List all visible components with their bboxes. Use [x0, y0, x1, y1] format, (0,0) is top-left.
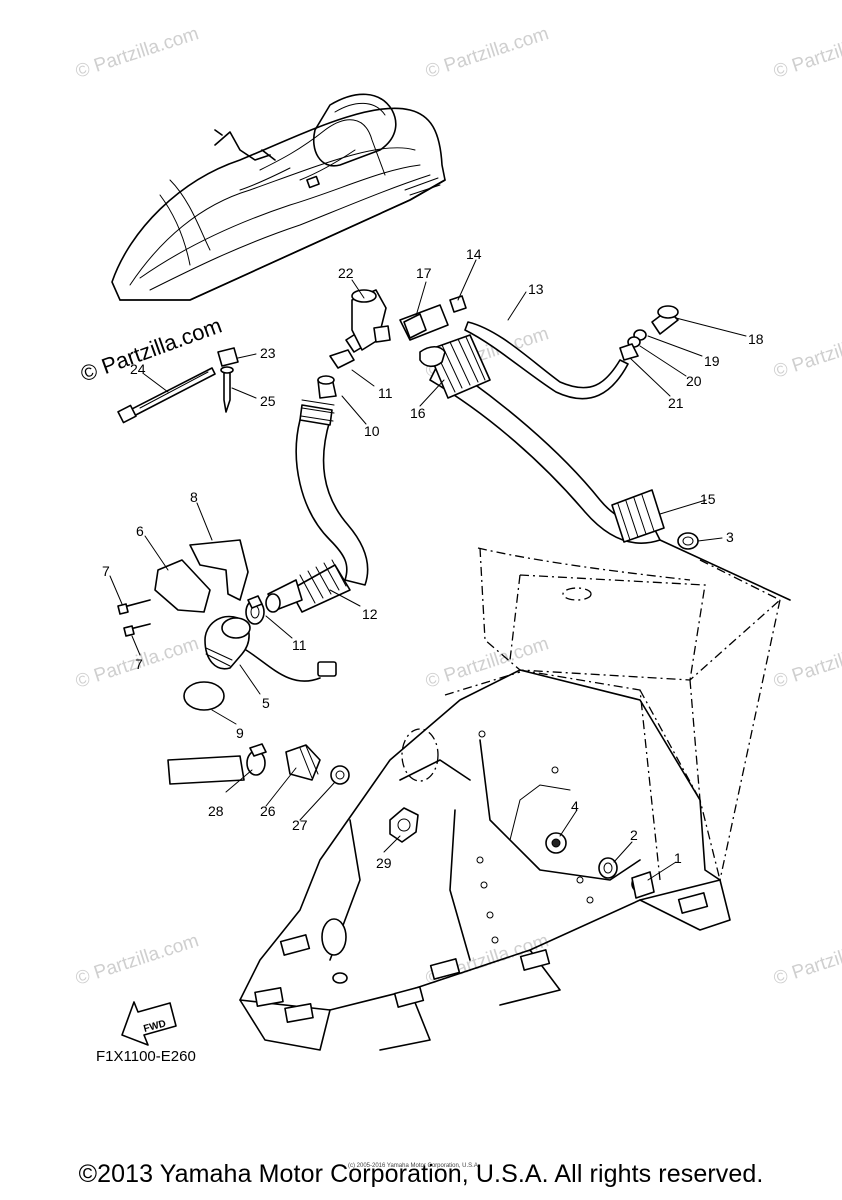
hose-10-assembly	[295, 289, 421, 586]
callout-1: 1	[674, 850, 682, 866]
hose-16-assembly	[399, 295, 699, 550]
callouts: 1 2 3 4 5 6 7 7 8 9 10 11 11 12 13 14 15…	[102, 246, 764, 871]
hull-fittings	[167, 743, 419, 843]
diagram-code: F1X1100-E260	[96, 1048, 196, 1065]
watermark-1: © Partzilla.com	[73, 23, 201, 83]
callout-16: 16	[410, 405, 426, 421]
callout-22: 22	[338, 265, 354, 281]
pump-assembly	[117, 539, 337, 711]
watermarks: © Partzilla.com © Partzilla.com © Partzi…	[73, 23, 842, 990]
clamp-11-lower	[245, 595, 265, 625]
callout-7a: 7	[102, 563, 110, 579]
hose-12-assembly	[265, 559, 351, 613]
leader-lines	[109, 259, 747, 881]
callout-12: 12	[362, 606, 378, 622]
callout-28: 28	[208, 803, 224, 819]
callout-3: 3	[726, 529, 734, 545]
callout-26: 26	[260, 803, 276, 819]
callout-20: 20	[686, 373, 702, 389]
callout-7b: 7	[135, 656, 143, 672]
watermark-9: © Partzilla.com	[73, 930, 201, 990]
callout-13: 13	[528, 281, 544, 297]
callout-27: 27	[292, 817, 308, 833]
callout-6: 6	[136, 523, 144, 539]
mount-bosses	[254, 892, 709, 1023]
callout-18: 18	[748, 331, 764, 347]
callout-5: 5	[262, 695, 270, 711]
watermark-5: © Partzilla.com	[771, 323, 842, 383]
watercraft-illustration	[111, 93, 446, 301]
watermark-3: © Partzilla.com	[771, 23, 842, 83]
callout-4: 4	[571, 798, 579, 814]
fwd-arrow-icon: FWD	[121, 1001, 177, 1046]
fitting-18-21	[619, 305, 679, 361]
watermark-8: © Partzilla.com	[771, 633, 842, 693]
callout-17: 17	[416, 265, 432, 281]
callout-25: 25	[260, 393, 276, 409]
hull-illustration	[239, 539, 791, 1051]
callout-29: 29	[376, 855, 392, 871]
callout-21: 21	[668, 395, 684, 411]
copyright-notice: ©2013 Yamaha Motor Corporation, U.S.A. A…	[78, 1160, 764, 1188]
callout-10: 10	[364, 423, 380, 439]
callout-9: 9	[236, 725, 244, 741]
tie-band-and-clip	[117, 347, 239, 424]
callout-11b: 11	[292, 637, 307, 653]
callout-23: 23	[260, 345, 276, 361]
small-copyright: (c) 2005-2016 Yamaha Motor Corporation, …	[348, 1163, 480, 1169]
callout-14: 14	[466, 246, 482, 262]
callout-11a: 11	[378, 385, 393, 401]
watermark-2: © Partzilla.com	[423, 23, 551, 83]
callout-2: 2	[630, 827, 638, 843]
callout-24: 24	[130, 361, 146, 377]
watermark-11: © Partzilla.com	[771, 930, 842, 990]
callout-15: 15	[700, 491, 716, 507]
callout-8: 8	[190, 489, 198, 505]
callout-19: 19	[704, 353, 720, 369]
